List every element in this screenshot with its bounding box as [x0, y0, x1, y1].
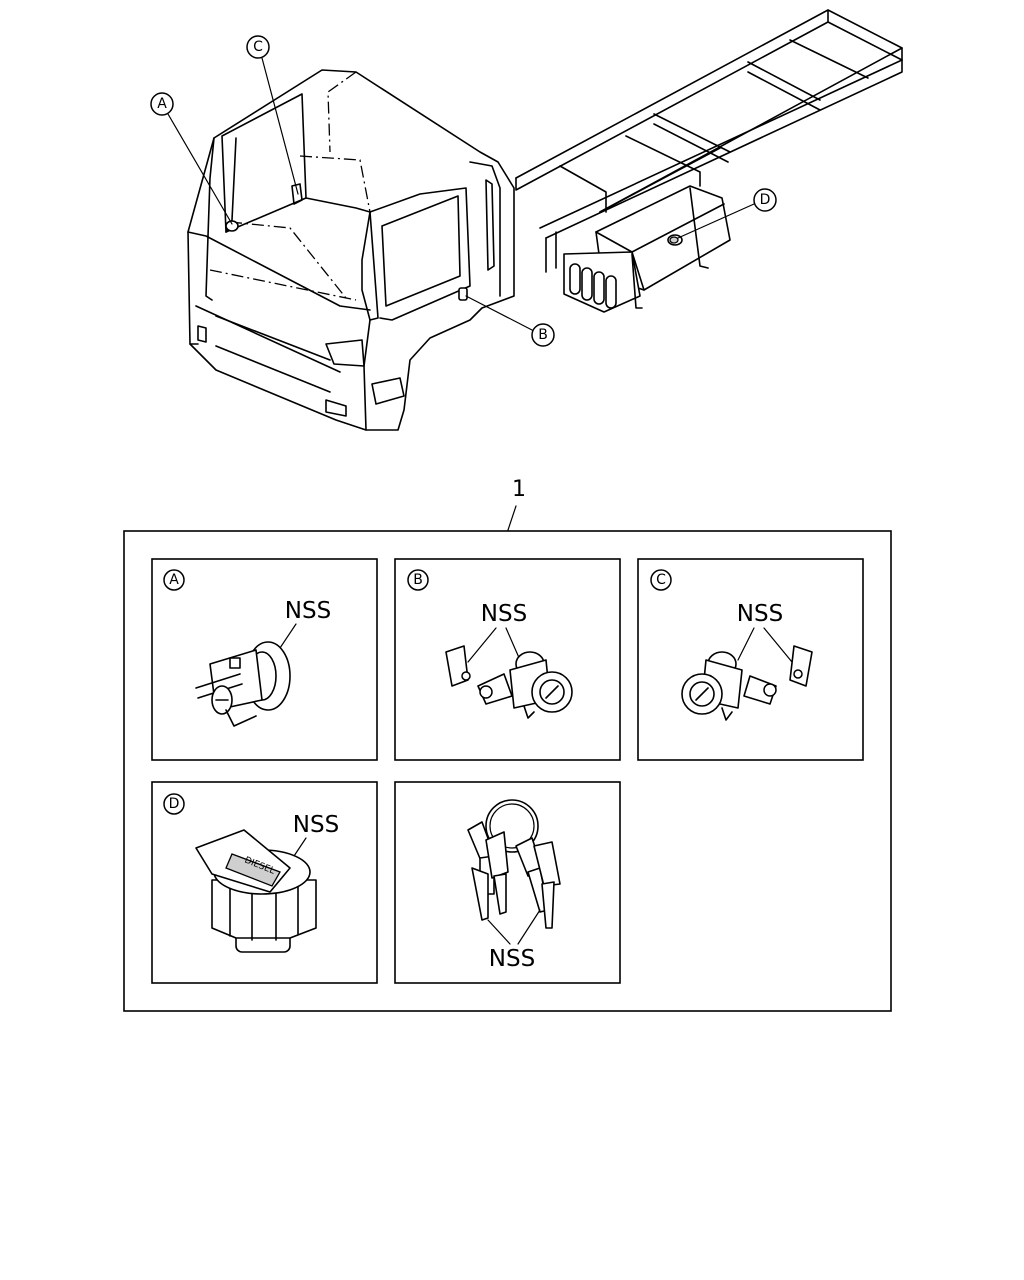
chassis-frame: [515, 9, 903, 273]
truck-illustration: [187, 9, 903, 431]
panel-b-letter: B: [413, 572, 423, 588]
callout-d: D: [677, 188, 777, 239]
panel-keys-part-label: NSS: [489, 946, 535, 972]
key-set: [467, 799, 561, 929]
panel-a-letter: A: [169, 572, 179, 588]
truck-cab: [187, 69, 515, 431]
callout-c: C: [246, 35, 299, 195]
fuel-tank: [563, 185, 731, 313]
panel-c: C NSS: [637, 558, 864, 761]
ignition-lock-cylinder: [195, 641, 291, 727]
panel-a: A NSS: [151, 558, 378, 761]
panel-d-letter: D: [169, 796, 180, 812]
panel-c-part-label: NSS: [737, 601, 783, 627]
panel-d: D NSS DIESEL: [151, 781, 378, 984]
panel-keys: NSS: [394, 781, 621, 984]
kit-box: [123, 530, 892, 1012]
panel-d-part-label: NSS: [293, 812, 339, 838]
callout-a: A: [150, 92, 233, 225]
callout-c-label: C: [253, 39, 263, 55]
panel-c-letter: C: [656, 572, 666, 588]
panel-a-part-label: NSS: [285, 598, 331, 624]
door-lock-cylinder-left: [445, 645, 573, 719]
panel-b-part-label: NSS: [481, 601, 527, 627]
callout-d-label: D: [760, 192, 771, 208]
assembly-number: 1: [512, 477, 526, 502]
door-lock-cylinder-right: [681, 645, 813, 721]
panel-b: B NSS: [394, 558, 621, 761]
callout-b-label: B: [538, 327, 548, 343]
callout-b: B: [465, 295, 555, 347]
fuel-filler-cap: DIESEL: [195, 829, 317, 953]
assembly-callout: 1: [507, 477, 526, 531]
callout-a-label: A: [157, 96, 167, 112]
